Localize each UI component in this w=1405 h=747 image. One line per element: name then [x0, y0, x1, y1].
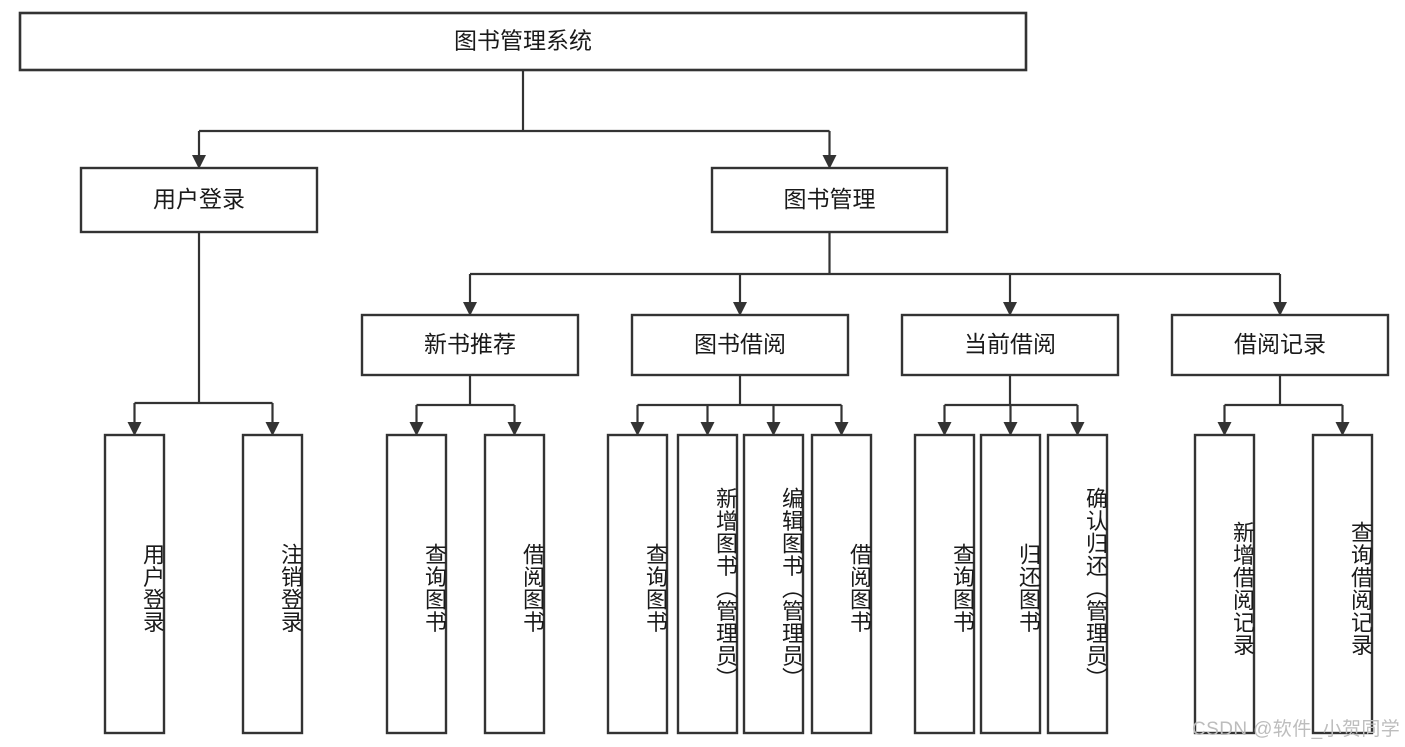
- arrow-head-icon: [1273, 302, 1287, 316]
- node-box-current-borrow[interactable]: [900, 313, 1120, 377]
- arrow-head-icon: [507, 422, 522, 436]
- arrow-head-icon: [630, 422, 645, 436]
- node-box-leaf-confirm-return[interactable]: [1046, 433, 1109, 735]
- node-label-root: 图书管理系统: [454, 28, 592, 54]
- node-box-leaf-user-login[interactable]: [103, 433, 166, 735]
- node-label-current-borrow: 当前借阅: [964, 331, 1056, 357]
- node-box-book-manage[interactable]: [710, 166, 949, 234]
- node-label-book-manage: 图书管理: [784, 186, 876, 212]
- arrow-head-icon: [1217, 422, 1232, 436]
- node-box-leaf-return-book[interactable]: [979, 433, 1042, 735]
- arrow-head-icon: [766, 422, 781, 436]
- node-box-leaf-query-record[interactable]: [1311, 433, 1374, 735]
- node-box-borrow-record[interactable]: [1170, 313, 1390, 377]
- arrow-head-icon: [127, 422, 142, 436]
- node-box-root[interactable]: [18, 11, 1028, 72]
- arrow-head-icon: [265, 422, 280, 436]
- node-box-leaf-borrow-book-2[interactable]: [810, 433, 873, 735]
- node-box-user-login[interactable]: [79, 166, 319, 234]
- node-box-book-borrow[interactable]: [630, 313, 850, 377]
- arrow-head-icon: [937, 422, 952, 436]
- arrow-head-icon: [834, 422, 849, 436]
- node-box-leaf-borrow-book-1[interactable]: [483, 433, 546, 735]
- node-label-borrow-record: 借阅记录: [1234, 331, 1326, 357]
- arrow-head-icon: [733, 302, 747, 316]
- node-label-book-borrow: 图书借阅: [694, 331, 786, 357]
- arrow-head-icon: [1335, 422, 1350, 436]
- arrow-head-icon: [1070, 422, 1085, 436]
- node-box-new-book-recommend[interactable]: [360, 313, 580, 377]
- arrow-head-icon: [1003, 302, 1017, 316]
- node-box-leaf-query-book-1[interactable]: [385, 433, 448, 735]
- boxes-layer: [18, 11, 1390, 735]
- node-box-leaf-edit-book[interactable]: [742, 433, 805, 735]
- arrow-head-icon: [822, 155, 837, 169]
- node-box-leaf-query-book-3[interactable]: [913, 433, 976, 735]
- arrow-head-icon: [700, 422, 715, 436]
- watermark-text: CSDN @软件_小贺同学: [1192, 719, 1401, 740]
- arrow-head-icon: [192, 155, 206, 169]
- node-box-leaf-add-record[interactable]: [1193, 433, 1256, 735]
- node-box-leaf-add-book[interactable]: [676, 433, 739, 735]
- arrow-head-icon: [463, 302, 477, 316]
- arrow-head-icon: [1003, 422, 1018, 436]
- node-box-leaf-query-book-2[interactable]: [606, 433, 669, 735]
- connectors-layer: [127, 70, 1350, 436]
- node-label-user-login: 用户登录: [153, 186, 245, 212]
- node-label-new-book-recommend: 新书推荐: [424, 331, 516, 357]
- node-box-leaf-logout[interactable]: [241, 433, 304, 735]
- arrow-head-icon: [409, 422, 424, 436]
